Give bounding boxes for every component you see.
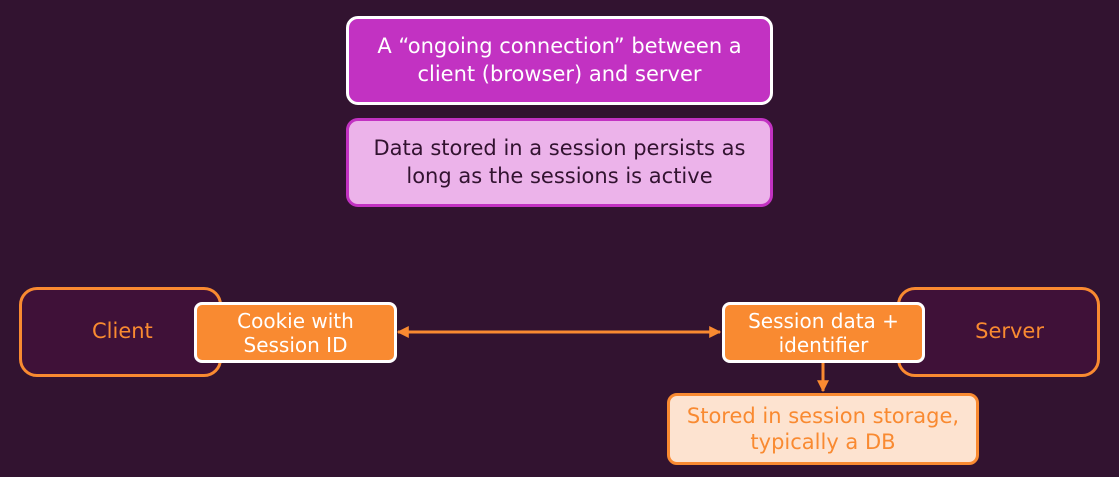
cookie-session-id-box: Cookie with Session ID (194, 302, 397, 363)
client-box: Client (19, 287, 222, 377)
session-definition-text: A “ongoing connection” between a client … (377, 34, 742, 86)
client-label: Client (92, 319, 153, 344)
session-data-text: Session data + identifier (748, 308, 899, 357)
session-storage-text: Stored in session storage, typically a D… (686, 403, 960, 454)
session-storage-box: Stored in session storage, typically a D… (667, 393, 979, 465)
server-box: Server (897, 287, 1100, 377)
cookie-session-id-text: Cookie with Session ID (237, 308, 354, 357)
session-data-box: Session data + identifier (722, 302, 925, 363)
session-definition-box: A “ongoing connection” between a client … (346, 16, 773, 105)
server-label: Server (975, 319, 1044, 344)
session-persistence-text: Data stored in a session persists as lon… (373, 136, 746, 188)
session-persistence-box: Data stored in a session persists as lon… (346, 118, 773, 207)
